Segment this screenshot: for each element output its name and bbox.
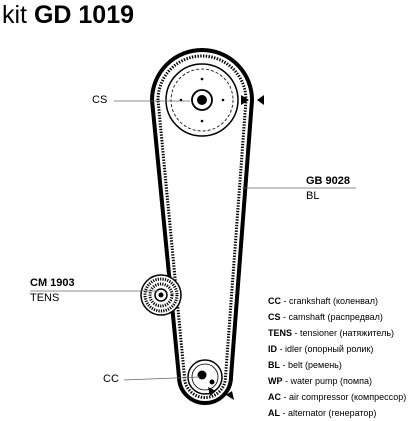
camshaft-label: CS [92, 94, 108, 106]
belt-outer [150, 48, 254, 405]
camshaft-pulley [165, 63, 239, 137]
crankshaft-pulley [187, 359, 223, 395]
leader-line-cc [123, 376, 201, 381]
legend-item: ID - idler (опорный ролик) [268, 344, 374, 354]
legend-item: AL - alternator (генератор) [268, 408, 377, 418]
kit-code: GD 1019 [33, 1, 135, 29]
tensioner-part-number: CM 1903 [30, 277, 75, 289]
belt-teeth [156, 54, 248, 399]
legend-item: WP - water pump (помпа) [268, 376, 372, 386]
legend-item: AC - air compressor (компрессор) [268, 392, 407, 402]
crankshaft-label: CC [103, 373, 119, 385]
timing-mark-arrow-icon [226, 391, 234, 400]
tensioner-label: TENS [30, 292, 60, 304]
legend-item: CS - camshaft (распредвал) [268, 312, 383, 322]
legend-item: CC - crankshaft (коленвал) [268, 296, 379, 306]
kit-title: kit GD 1019 [2, 0, 134, 30]
tensioner-roller [140, 274, 182, 316]
belt-part-number: GB 9028 [306, 175, 351, 187]
belt-label: BL [306, 190, 320, 202]
rotation-arrow-icon [208, 387, 216, 396]
legend-item: TENS - tensioner (натяжитель) [268, 328, 395, 338]
legend: CC - crankshaft (коленвал) CS - camshaft… [268, 293, 418, 421]
legend-item: BL - belt (ремень) [268, 360, 342, 370]
timing-mark-arrow-icon [257, 95, 264, 105]
kit-prefix: kit [2, 1, 27, 29]
rotation-arrow-icon [241, 95, 249, 105]
